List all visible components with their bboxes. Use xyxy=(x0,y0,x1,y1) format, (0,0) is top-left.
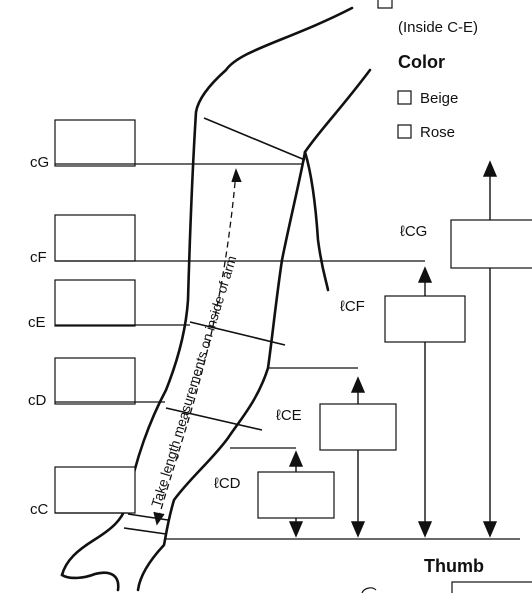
arrow-down-icon xyxy=(482,521,498,538)
cf-input-box[interactable] xyxy=(54,214,136,262)
thumb-partial-mark xyxy=(361,587,377,593)
arm-outline xyxy=(60,6,372,592)
section-line-cd xyxy=(165,407,263,431)
arrow-up-icon xyxy=(288,450,304,467)
circumference-measurements: cG cF cE cD cC xyxy=(28,119,425,518)
lcf-input-box[interactable] xyxy=(384,295,466,343)
extension-lines xyxy=(166,367,520,540)
cf-measurement: cF xyxy=(30,214,425,266)
dashed-arrow-head-bottom xyxy=(153,511,165,526)
cc-measurement: cC xyxy=(30,466,136,518)
cd-measurement: cD xyxy=(28,357,165,409)
thumb-input-box[interactable] xyxy=(451,581,532,593)
cf-label: cF xyxy=(30,249,47,266)
color-option-rose: Rose xyxy=(420,124,455,141)
cg-label: cG xyxy=(30,154,49,171)
section-line-wrist xyxy=(123,527,167,535)
dashed-arrow-head-top xyxy=(231,168,242,183)
checkbox-beige-icon[interactable] xyxy=(397,90,412,105)
ce-measurement: cE xyxy=(28,279,190,331)
cc-label: cC xyxy=(30,501,49,518)
lcf-measurement: ℓCF xyxy=(340,266,466,538)
color-heading: Color xyxy=(398,52,445,72)
lcg-label: ℓCG xyxy=(400,223,427,240)
checkbox-partial-icon[interactable] xyxy=(377,0,393,9)
arrow-down-icon xyxy=(350,521,366,538)
dashed-arrow-line xyxy=(157,171,237,521)
lcf-label: ℓCF xyxy=(340,298,365,315)
arm-outer-contour xyxy=(60,6,354,577)
color-option-beige: Beige xyxy=(420,90,458,107)
arm-section-lines xyxy=(123,117,306,535)
lce-measurement: ℓCE xyxy=(276,376,397,538)
lcg-measurement: ℓCG xyxy=(400,160,532,538)
arrow-down-icon xyxy=(288,521,304,538)
lcd-input-box[interactable] xyxy=(257,471,335,519)
cd-label: cD xyxy=(28,392,47,409)
lce-label: ℓCE xyxy=(276,407,302,424)
cd-input-box[interactable] xyxy=(54,357,136,405)
ce-label: cE xyxy=(28,314,46,331)
thumb-contour xyxy=(60,571,120,592)
dashed-double-arrow-icon xyxy=(153,168,242,526)
section-line-ce xyxy=(189,321,286,346)
lcg-input-box[interactable] xyxy=(450,219,532,269)
ce-input-box[interactable] xyxy=(54,279,136,327)
arm-inner-contour xyxy=(136,150,307,592)
arrow-up-icon xyxy=(417,266,433,283)
lce-input-box[interactable] xyxy=(319,403,397,451)
lcd-label: ℓCD xyxy=(214,475,241,492)
options-panel: (Inside C-E) Color Beige Rose xyxy=(377,0,478,141)
thumb-heading: Thumb xyxy=(424,556,484,576)
cg-measurement: cG xyxy=(30,119,302,171)
chest-contour xyxy=(303,68,372,292)
arrow-up-icon xyxy=(482,160,498,177)
section-line-cc xyxy=(127,513,169,521)
partial-label: (Inside C-E) xyxy=(398,19,478,36)
cg-input-box[interactable] xyxy=(54,119,136,167)
cc-input-box[interactable] xyxy=(54,466,136,514)
thumb-section: Thumb xyxy=(361,556,532,593)
checkbox-rose-icon[interactable] xyxy=(397,124,412,139)
instruction-text: Take length measurements on inside of ar… xyxy=(149,254,240,509)
lcd-measurement: ℓCD xyxy=(214,450,335,538)
length-measurements: ℓCG ℓCF ℓCE ℓCD xyxy=(214,160,532,538)
arrow-up-icon xyxy=(350,376,366,393)
section-line-shoulder xyxy=(203,117,306,161)
arrow-down-icon xyxy=(417,521,433,538)
